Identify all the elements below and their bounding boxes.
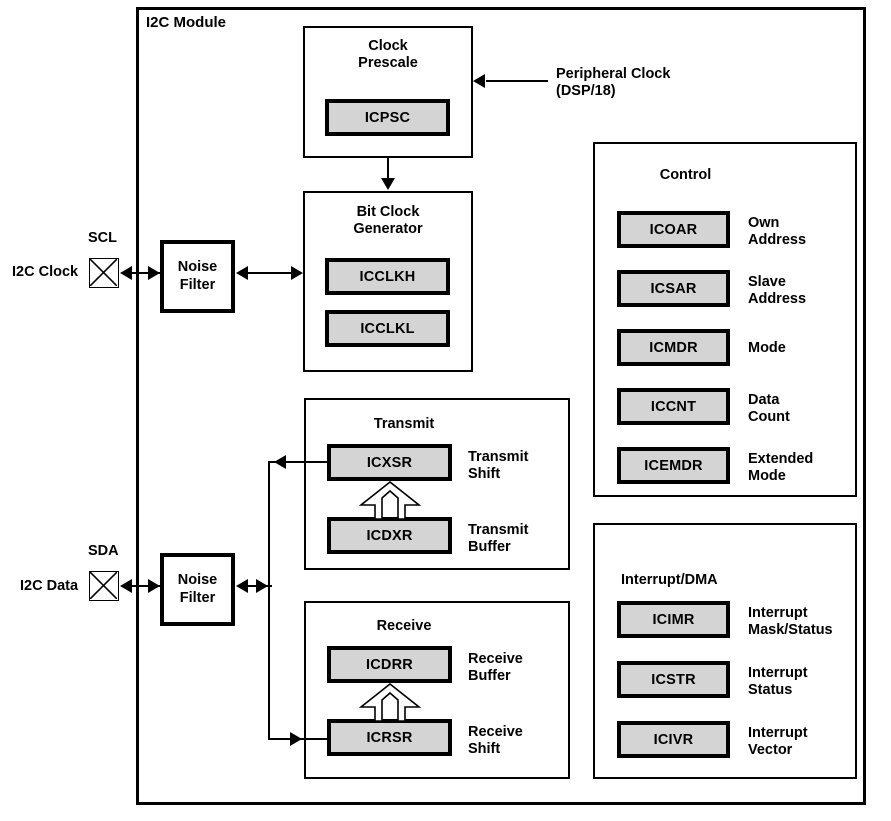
register-icstr-label: ICSTR <box>651 671 696 688</box>
register-icclkl-label: ICCLKL <box>360 320 415 337</box>
register-icrsr: ICRSR <box>327 719 452 756</box>
transmit-title: Transmit <box>373 416 435 432</box>
control-extended-mode-desc: Extended Mode <box>748 451 814 485</box>
clock-prescale-block <box>303 26 473 158</box>
control-mode-desc: Mode <box>748 340 786 356</box>
register-icemdr: ICEMDR <box>617 447 730 484</box>
register-icdrr-label: ICDRR <box>366 656 413 673</box>
register-icoar: ICOAR <box>617 211 730 248</box>
register-icemdr-label: ICEMDR <box>644 457 703 474</box>
sda-bus-in-arrowhead <box>256 579 268 593</box>
sda-pin-pad <box>89 571 119 601</box>
register-icoar-label: ICOAR <box>649 221 698 238</box>
register-icmdr-label: ICMDR <box>649 339 698 356</box>
noise-filter-sda-label: Noise Filter <box>177 572 218 606</box>
register-icivr: ICIVR <box>617 721 730 758</box>
sda-pin-label: SDA <box>88 543 119 559</box>
register-icxsr: ICXSR <box>327 444 452 481</box>
scl-pad-to-filter-wire <box>131 272 160 274</box>
receive-title: Receive <box>376 618 432 634</box>
peripheral-clock-wire <box>486 80 548 82</box>
scl-pin-pad <box>89 258 119 288</box>
register-icclkh-label: ICCLKH <box>359 268 416 285</box>
register-icpsc: ICPSC <box>325 99 450 136</box>
control-own-address-desc: Own Address <box>748 215 807 249</box>
control-block <box>593 142 857 497</box>
interrupt-vector-desc: Interrupt Vector <box>748 725 808 759</box>
noise-filter-sda: Noise Filter <box>160 553 235 626</box>
register-iccnt: ICCNT <box>617 388 730 425</box>
data-bus-spine <box>268 461 270 739</box>
receive-shift-desc: Receive Shift <box>468 724 523 758</box>
register-icmdr: ICMDR <box>617 329 730 366</box>
register-icsar-label: ICSAR <box>650 280 697 297</box>
data-bus-transmit-arrowhead <box>274 455 286 469</box>
clock-prescale-title: Clock Prescale <box>358 38 418 72</box>
sda-filter-out-arrowhead <box>236 579 248 593</box>
scl-filter-out-arrowhead <box>236 266 248 280</box>
sda-pad-to-filter-wire <box>131 585 160 587</box>
register-icclkh: ICCLKH <box>325 258 450 295</box>
interrupt-mask-status-desc: Interrupt Mask/Status <box>748 605 833 639</box>
scl-pad-arrowhead <box>120 266 132 280</box>
register-icdxr: ICDXR <box>327 517 452 554</box>
transmit-buffer-desc: Transmit Buffer <box>468 522 529 556</box>
peripheral-clock-arrowhead <box>473 74 485 88</box>
module-title: I2C Module <box>146 14 227 31</box>
prescale-to-bitclock-arrowhead <box>381 178 395 190</box>
noise-filter-scl: Noise Filter <box>160 240 235 313</box>
scl-filter-in-arrowhead <box>148 266 160 280</box>
scl-pin-label: SCL <box>88 230 117 246</box>
register-icivr-label: ICIVR <box>653 731 694 748</box>
control-data-count-desc: Data Count <box>748 392 790 426</box>
register-iccnt-label: ICCNT <box>650 398 697 415</box>
interrupt-status-desc: Interrupt Status <box>748 665 808 699</box>
register-icdrr: ICDRR <box>327 646 452 683</box>
data-bus-to-transmit-wire <box>268 461 328 463</box>
receive-shift-to-buffer-arrow <box>358 683 422 721</box>
noise-filter-scl-label: Noise Filter <box>177 259 218 293</box>
sda-pad-arrowhead <box>120 579 132 593</box>
sda-filter-in-arrowhead <box>148 579 160 593</box>
i2c-data-label: I2C Data <box>20 578 79 594</box>
control-slave-address-desc: Slave Address <box>748 274 807 308</box>
peripheral-clock-label: Peripheral Clock (DSP/18) <box>556 66 671 100</box>
transmit-shift-desc: Transmit Shift <box>468 449 529 483</box>
transmit-buffer-to-shift-arrow <box>358 481 422 519</box>
scl-filter-to-bitclock-wire <box>247 272 301 274</box>
bitclock-in-arrowhead <box>291 266 303 280</box>
register-icpsc-label: ICPSC <box>364 109 411 126</box>
register-icimr-label: ICIMR <box>652 611 695 628</box>
register-icstr: ICSTR <box>617 661 730 698</box>
i2c-clock-label: I2C Clock <box>12 264 79 280</box>
prescale-to-bitclock-wire <box>387 158 389 180</box>
register-icdxr-label: ICDXR <box>366 527 413 544</box>
receive-buffer-desc: Receive Buffer <box>468 651 523 685</box>
control-title: Control <box>659 167 712 183</box>
register-icimr: ICIMR <box>617 601 730 638</box>
register-icxsr-label: ICXSR <box>366 454 413 471</box>
bit-clock-generator-title: Bit Clock Generator <box>353 204 423 238</box>
register-icsar: ICSAR <box>617 270 730 307</box>
register-icclkl: ICCLKL <box>325 310 450 347</box>
register-icrsr-label: ICRSR <box>366 729 413 746</box>
interrupt-dma-title: Interrupt/DMA <box>621 572 718 588</box>
data-bus-receive-arrowhead <box>290 732 302 746</box>
